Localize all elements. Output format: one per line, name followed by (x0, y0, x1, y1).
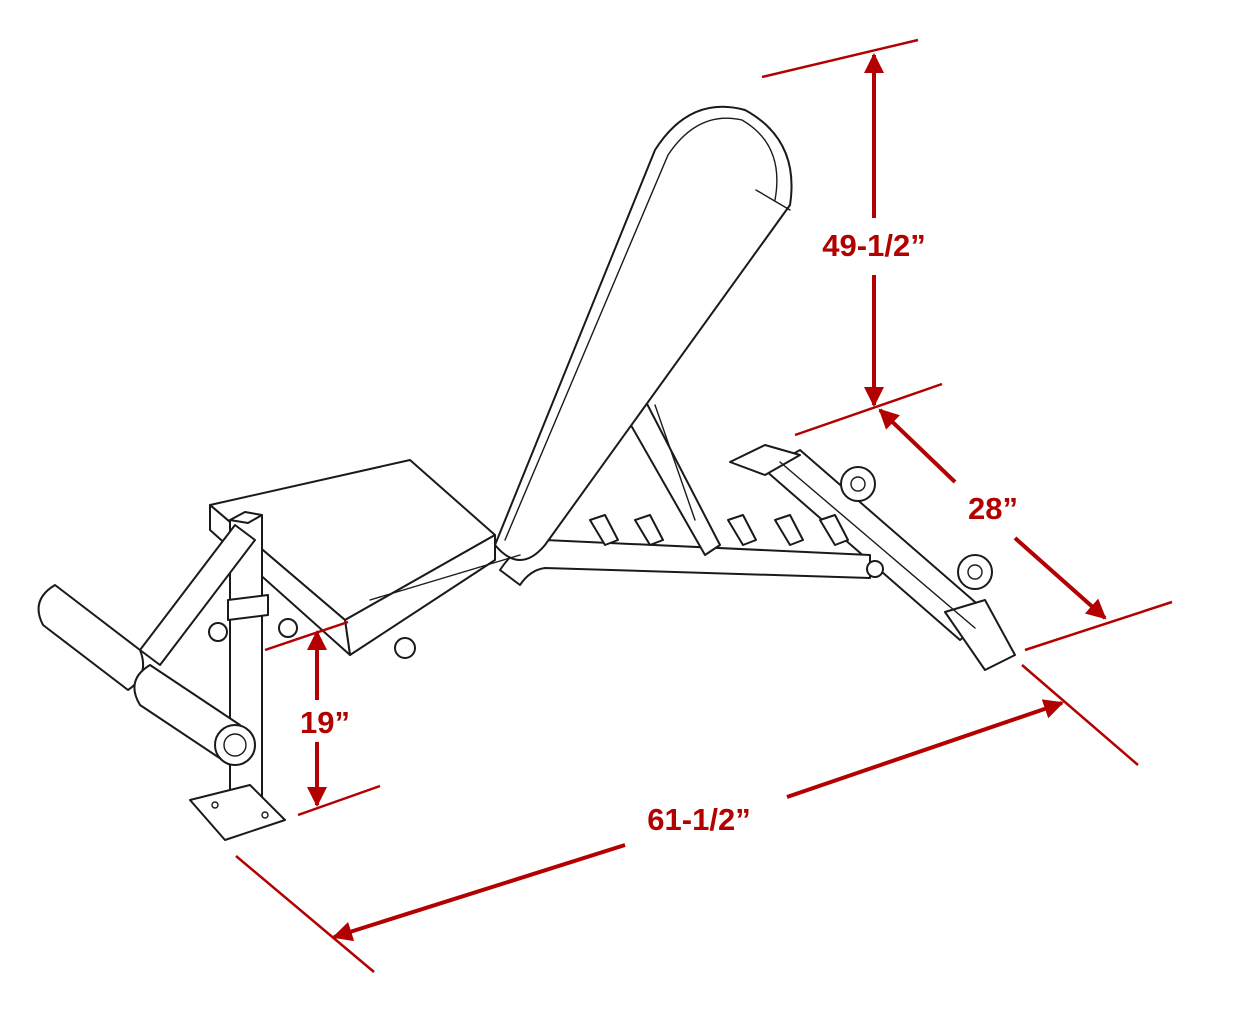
width-arrow-lower (1013, 536, 1107, 620)
rear-stabilizer (729, 444, 1016, 671)
length-extension-line-left (235, 855, 375, 973)
bench-illustration (37, 105, 1016, 841)
backrest-pad (494, 105, 793, 561)
seat-height-dimension: 19” (264, 620, 381, 817)
length-arrow-right (786, 699, 1064, 799)
width-label: 28” (968, 491, 1018, 526)
height-extension-line-top (761, 38, 919, 79)
length-label: 61-1/2” (647, 802, 750, 837)
main-rail (499, 399, 884, 586)
length-extension-line-right (1021, 664, 1139, 766)
height-dimension: 49-1/2” (761, 38, 943, 437)
height-extension-line-bottom (794, 382, 943, 437)
seat-height-label: 19” (300, 705, 350, 740)
width-arrow-upper (878, 408, 957, 484)
length-arrow-left (332, 843, 626, 942)
front-leg-assembly (37, 511, 298, 841)
width-extension-line (1024, 600, 1173, 652)
dimension-annotations: 49-1/2” 28” 19” 61-1/2” (235, 38, 1173, 973)
length-dimension: 61-1/2” (235, 664, 1139, 973)
seat-height-extension-line-top (264, 620, 349, 652)
width-dimension: 28” (878, 408, 1173, 652)
height-label: 49-1/2” (822, 228, 925, 263)
seat-height-extension-line-bottom (297, 784, 381, 817)
